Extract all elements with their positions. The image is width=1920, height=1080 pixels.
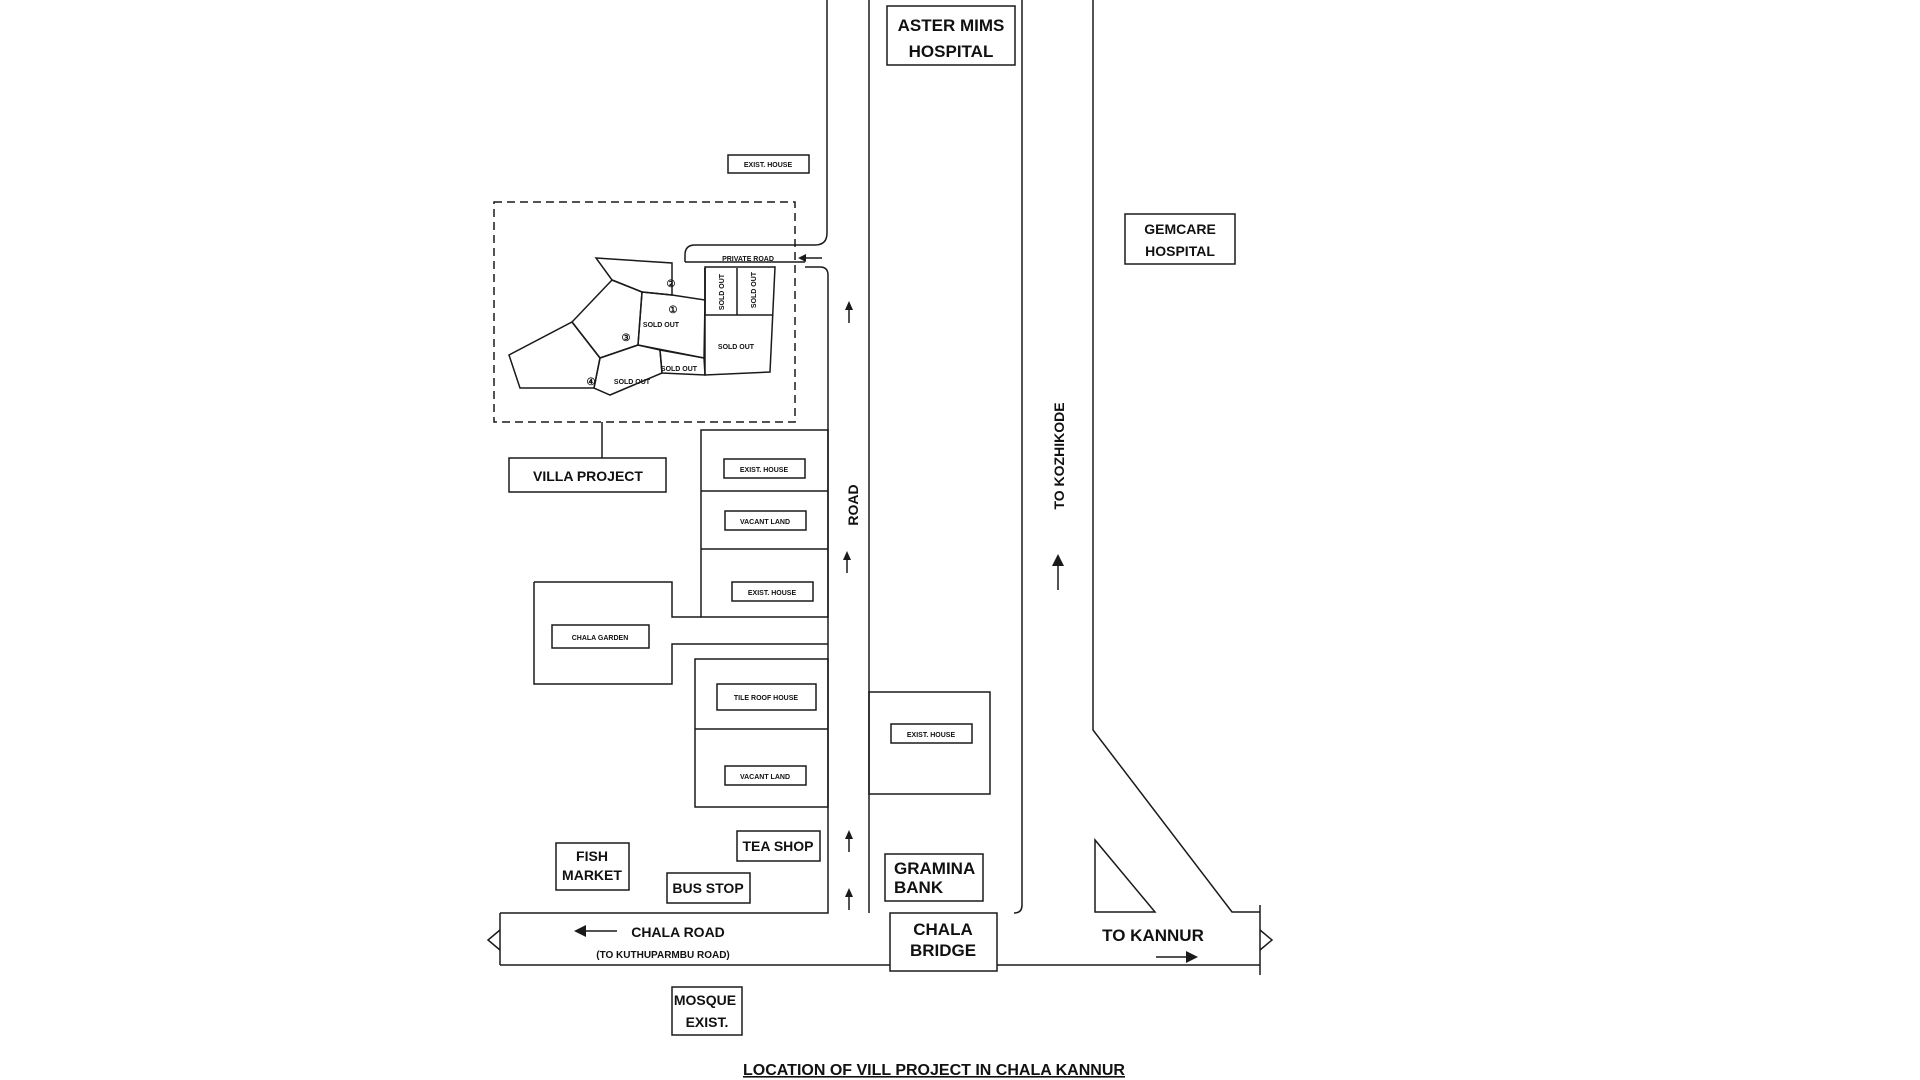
exist-house-2: EXIST. HOUSE [731,581,814,602]
plot-number-4: ④ [587,377,596,388]
kannur-arrow [1156,951,1198,963]
parcel-block-upper [700,429,829,618]
plot-sold-out-6: SOLD OUT [751,271,758,308]
gemcare-hospital: GEMCARE HOSPITAL [1124,213,1236,265]
highway-road [1092,0,1260,913]
aster-mims-label-2: HOSPITAL [909,42,994,61]
private-road-arrow [798,254,822,262]
exist-house-label: EXIST. HOUSE [907,732,956,739]
plot-sold-out-2: SOLD OUT [614,379,651,386]
mosque-label-1: MOSQUE [674,992,736,1008]
road-arrow-3 [845,830,853,852]
chala-bridge-label-1: CHALA [913,920,973,939]
vacant-land-label: VACANT LAND [740,519,790,526]
vacant-land-1: VACANT LAND [724,510,807,531]
aster-mims-hospital: ASTER MIMS HOSPITAL [886,5,1016,66]
plot-sold-out-5: SOLD OUT [719,273,726,310]
plot-sold-out-1: SOLD OUT [643,322,680,329]
main-road [868,0,1023,914]
tile-roof-house: TILE ROOF HOUSE [716,683,817,711]
chala-road-label: CHALA ROAD [631,924,725,940]
kozhikode-arrow [1052,554,1064,590]
parcel-block-lower [694,658,829,808]
plot-number-1: ① [669,305,678,316]
villa-project-label: VILLA PROJECT [533,468,643,484]
plot-sold-out-3: SOLD OUT [661,366,698,373]
plot-number-2: ② [667,279,676,290]
bus-stop-label: BUS STOP [672,880,743,896]
aster-mims-label-1: ASTER MIMS [898,16,1005,35]
road-arrow-2 [843,551,851,573]
bus-stop: BUS STOP [666,872,751,904]
plot-number-3: ③ [622,333,631,344]
parcel-east: EXIST. HOUSE [868,691,991,795]
chala-bridge-label-2: BRIDGE [910,941,976,960]
mosque: MOSQUE EXIST. [671,986,743,1036]
chala-road-sub-label: (TO KUTHUPARMBU ROAD) [596,950,730,961]
fish-market-label-2: MARKET [562,867,622,883]
road-label: ROAD [845,484,861,525]
gemcare-label-2: HOSPITAL [1145,243,1215,259]
fish-market: FISH MARKET [555,842,630,891]
vacant-land-2: VACANT LAND [724,765,807,786]
exist-house-top: EXIST. HOUSE [727,154,810,174]
exist-house-label: EXIST. HOUSE [740,467,789,474]
gramina-bank-label-2: BANK [894,878,944,897]
map-title: LOCATION OF VILL PROJECT IN CHALA KANNUR [743,1062,1125,1079]
gemcare-label-1: GEMCARE [1144,221,1216,237]
exist-house-1: EXIST. HOUSE [723,458,806,479]
plot-sold-out-4: SOLD OUT [718,344,755,351]
road-arrow-1 [845,301,853,323]
gramina-bank-label-1: GRAMINA [894,859,975,878]
chala-bridge: CHALA BRIDGE [889,912,998,972]
exist-house-label: EXIST. HOUSE [748,590,797,597]
side-road [500,0,829,914]
vacant-land-label: VACANT LAND [740,774,790,781]
tea-shop-label: TEA SHOP [742,838,813,854]
to-kozhikode-label: TO KOZHIKODE [1051,402,1067,509]
chala-garden-label: CHALA GARDEN [572,635,629,642]
exist-house-label: EXIST. HOUSE [744,162,793,169]
chala-garden: CHALA GARDEN [533,581,828,685]
mosque-label-2: EXIST. [686,1014,729,1030]
villa-project-site [493,201,796,458]
gramina-bank: GRAMINA BANK [884,853,984,902]
to-kannur-label: TO KANNUR [1102,926,1204,945]
villa-project-label-box: VILLA PROJECT [508,457,667,493]
chala-road-arrow [574,925,617,937]
tile-roof-house-label: TILE ROOF HOUSE [734,695,799,702]
tea-shop: TEA SHOP [736,830,821,862]
fish-market-label-1: FISH [576,848,608,864]
road-arrow-4 [845,888,853,910]
private-road-label: PRIVATE ROAD [722,256,774,263]
chala-road [486,905,1274,975]
